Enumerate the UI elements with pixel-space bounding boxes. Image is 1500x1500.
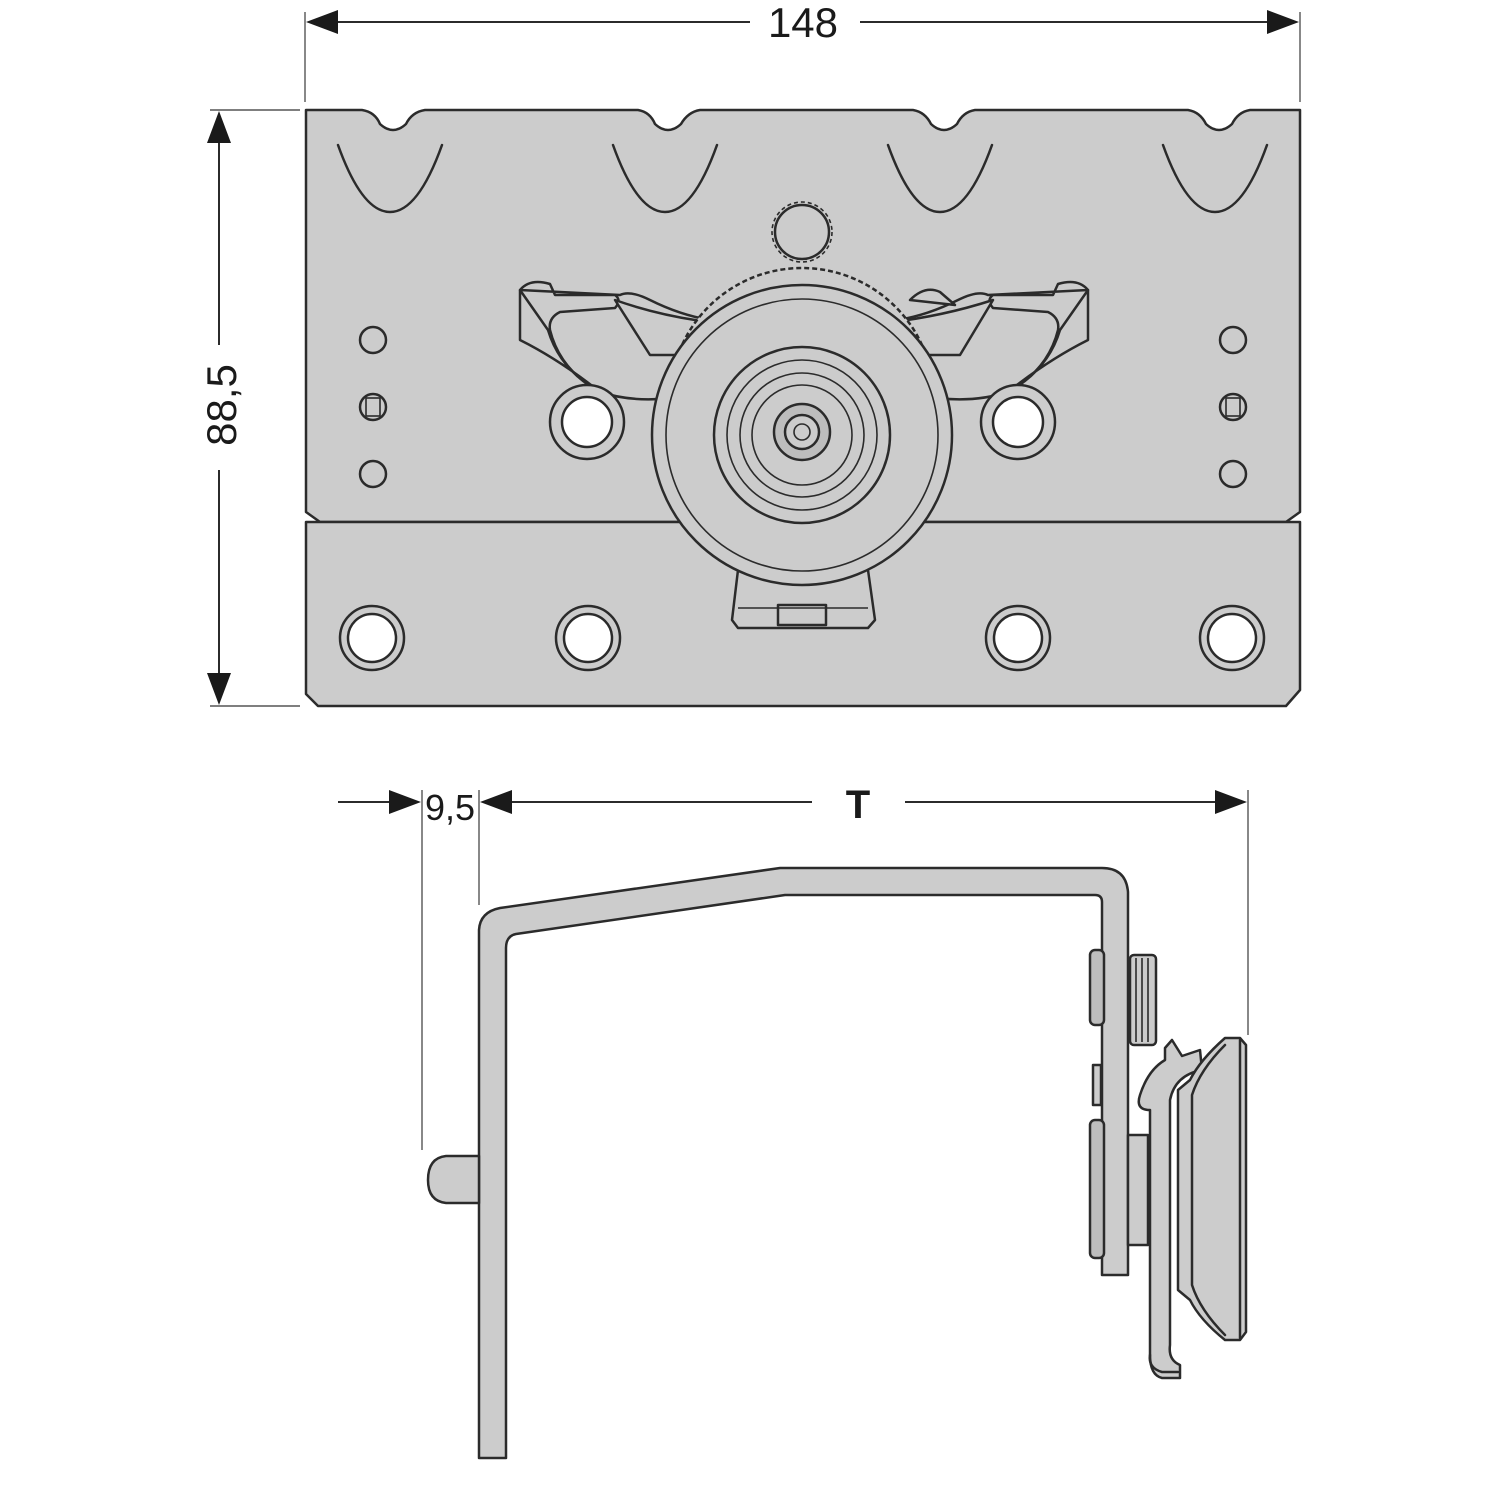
arrow-head-bottom: [207, 673, 231, 705]
wheel-hub-ring: [726, 359, 878, 511]
bottom-hole-inner: [992, 612, 1044, 664]
hub-plate-lower: [1088, 1118, 1106, 1260]
small-gear-side: [1128, 953, 1158, 1047]
depth-label: T: [846, 783, 870, 827]
wheel-axle-center: [793, 423, 811, 441]
wheel-rim: [665, 298, 939, 572]
wheel-hub-ring: [751, 384, 853, 486]
arrow-head-right: [1267, 10, 1299, 34]
depth-dimension: T: [480, 783, 1249, 1035]
top-view: [304, 108, 1302, 708]
bent-bracket: [477, 866, 1130, 1460]
mounting-hole-inner: [560, 395, 614, 449]
v-slot-4: [1161, 143, 1269, 214]
small-gear-body: [773, 203, 831, 261]
wheel-axle-inner: [783, 413, 821, 451]
arrow-head-right: [1215, 790, 1247, 814]
clip-hook: [1137, 1038, 1204, 1380]
wheel-groove: [1190, 1043, 1227, 1337]
width-label: 148: [768, 0, 838, 46]
width-dimension: 148: [304, 0, 1301, 102]
bottom-hole-inner: [346, 612, 398, 664]
hub-spacer-small: [1091, 1063, 1103, 1107]
small-hole: [358, 459, 388, 489]
arrow-head: [389, 790, 421, 814]
offset-dimension: 9,5: [338, 787, 480, 1150]
small-hole: [1218, 325, 1248, 355]
wheel-hub-ring: [739, 372, 865, 498]
bottom-hole-inner: [1206, 612, 1258, 664]
small-hole: [1218, 459, 1248, 489]
bracket-tab: [908, 288, 957, 307]
v-slot-3: [886, 143, 994, 214]
small-gear: [771, 201, 833, 263]
small-hole: [358, 325, 388, 355]
hub-plate-upper: [1088, 948, 1106, 1027]
v-slot-2: [611, 143, 719, 214]
wheel-clip-tab: [776, 603, 828, 627]
clip-hook-tip: [1148, 1353, 1180, 1374]
v-slot-1: [336, 143, 444, 214]
mounting-hole-inner: [991, 395, 1045, 449]
stud: [426, 1154, 481, 1205]
arrow-head-left: [480, 790, 512, 814]
offset-label: 9,5: [425, 787, 475, 828]
arrow-head-top: [207, 111, 231, 143]
side-view: [426, 866, 1248, 1460]
hub-spacer: [1126, 1133, 1150, 1247]
square-slot: [1225, 397, 1241, 417]
wheel-side: [1176, 1036, 1248, 1342]
height-dimension: 88,5: [198, 109, 300, 707]
bottom-hole-inner: [562, 612, 614, 664]
square-slot: [365, 397, 381, 417]
height-label: 88,5: [198, 364, 245, 446]
arrow-head-left: [306, 10, 338, 34]
